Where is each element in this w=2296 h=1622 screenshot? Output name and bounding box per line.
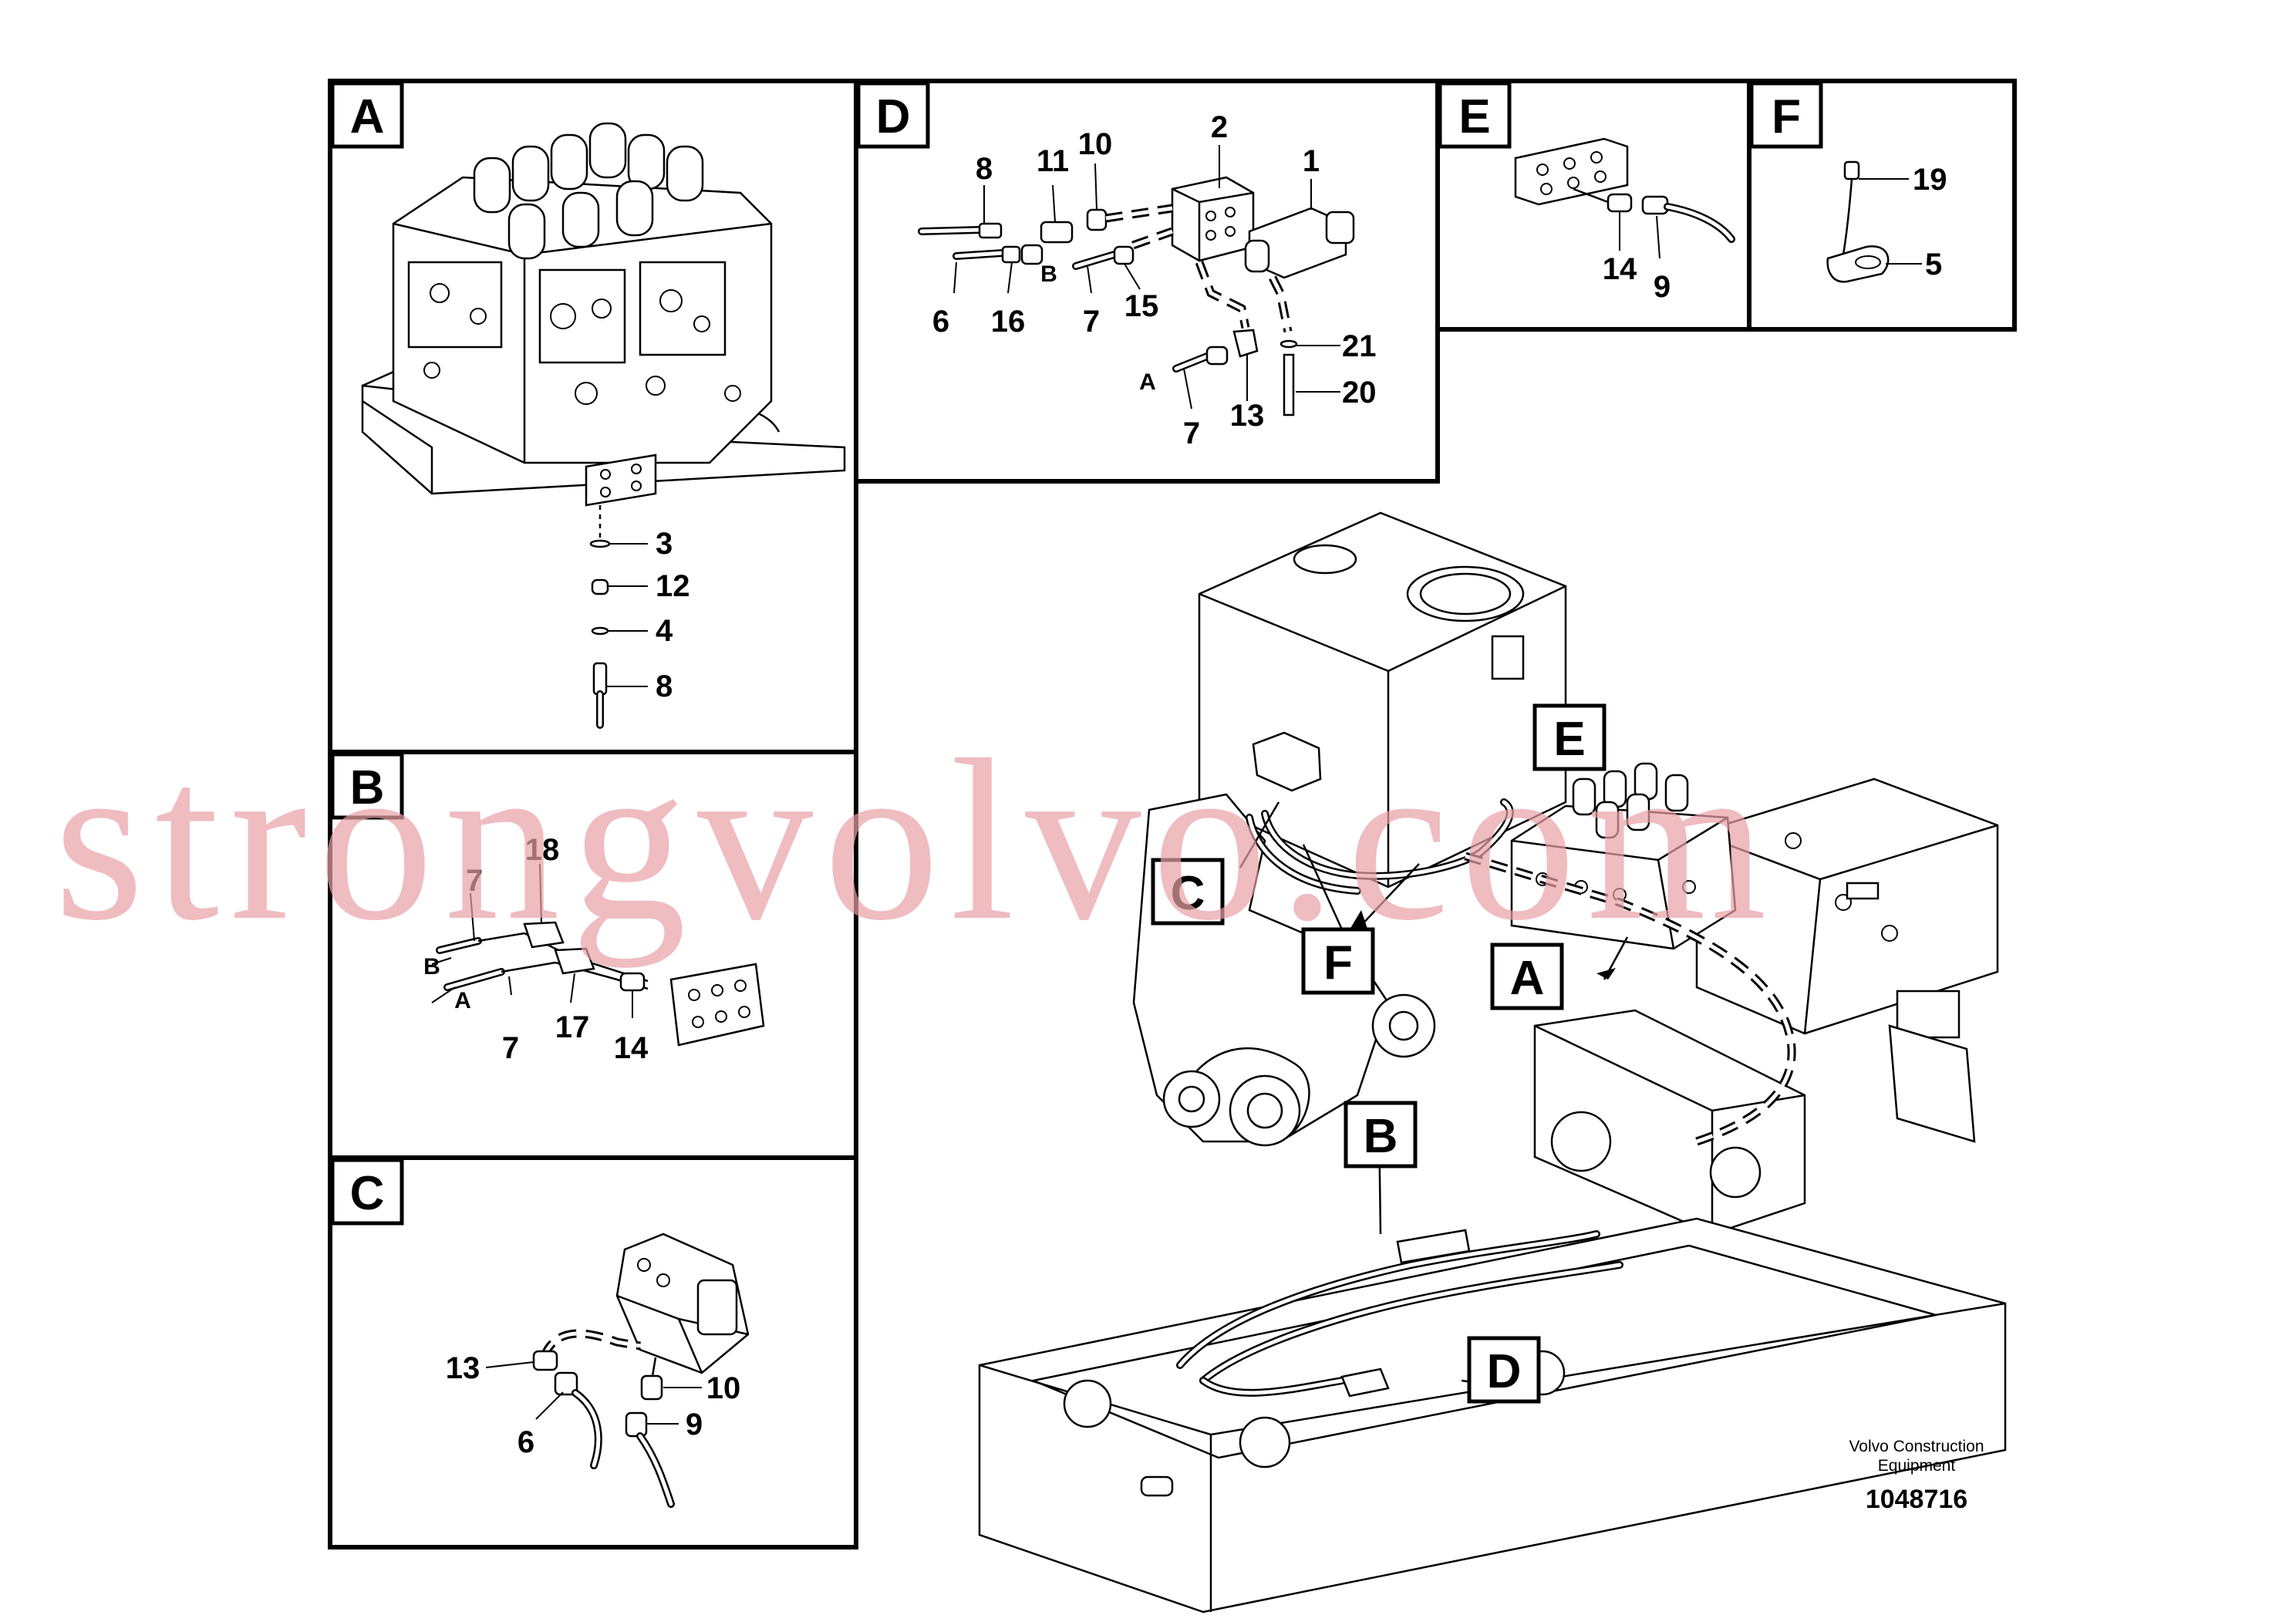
panel-b-letter: B bbox=[350, 761, 385, 814]
marker-c-box bbox=[1151, 858, 1225, 926]
callout-a-3: 3 bbox=[656, 527, 673, 561]
panel-f-callouts: 19 5 bbox=[1913, 163, 1947, 282]
callout-f-5: 5 bbox=[1925, 248, 1942, 282]
marker-d-box bbox=[1467, 1336, 1541, 1404]
callout-f-19: 19 bbox=[1913, 163, 1947, 197]
marker-e: E bbox=[1553, 713, 1585, 766]
marker-d: D bbox=[1487, 1345, 1522, 1398]
callout-a-12: 12 bbox=[656, 569, 690, 603]
callout-a-8: 8 bbox=[656, 669, 673, 703]
callout-d-11: 11 bbox=[1037, 144, 1069, 178]
marker-b: B bbox=[1364, 1110, 1398, 1163]
panel-c-drawing bbox=[485, 1233, 750, 1508]
callout-c-10: 10 bbox=[706, 1371, 741, 1405]
panel-e-callouts: 14 9 bbox=[1603, 252, 1671, 304]
marker-a: A bbox=[1510, 952, 1545, 1005]
callout-d-8: 8 bbox=[976, 152, 993, 186]
callout-d-7-lower: 7 bbox=[1183, 416, 1200, 450]
marker-b-box bbox=[1344, 1101, 1418, 1168]
footer: Volvo Construction Equipment 1048716 bbox=[1849, 1438, 1984, 1514]
marker-f-box bbox=[1301, 927, 1375, 995]
callout-d-13: 13 bbox=[1230, 399, 1265, 433]
callout-c-6: 6 bbox=[518, 1425, 534, 1459]
callout-d-2: 2 bbox=[1211, 110, 1228, 144]
callout-b-label-b: B bbox=[423, 954, 440, 980]
panel-f-tab bbox=[1749, 81, 1823, 149]
panel-d-callouts: 2 1 8 11 10 6 16 B 7 15 A 7 13 21 20 bbox=[932, 110, 1377, 450]
marker-c: C bbox=[1171, 867, 1205, 920]
watermark-text: strongvolvo.com bbox=[54, 712, 1778, 969]
callout-e-14: 14 bbox=[1603, 252, 1637, 286]
panel-e-tab bbox=[1438, 81, 1512, 149]
panel-a-letter: A bbox=[350, 90, 385, 143]
callout-d-20: 20 bbox=[1342, 376, 1377, 410]
callout-b-17: 17 bbox=[555, 1010, 590, 1044]
marker-a-box bbox=[1490, 943, 1564, 1010]
panel-f-letter: F bbox=[1772, 90, 1801, 143]
panel-b-callouts: 18 7 B A 7 17 14 bbox=[423, 833, 649, 1065]
callout-d-6: 6 bbox=[932, 305, 949, 339]
callout-b-18: 18 bbox=[525, 833, 560, 867]
callout-d-label-a: A bbox=[1139, 369, 1156, 395]
callout-a-4: 4 bbox=[656, 614, 673, 648]
callout-d-7-upper: 7 bbox=[1083, 305, 1100, 339]
callout-d-10: 10 bbox=[1078, 127, 1113, 161]
marker-f: F bbox=[1323, 936, 1353, 990]
callout-d-1: 1 bbox=[1303, 144, 1320, 178]
company-line-2: Equipment bbox=[1878, 1457, 1956, 1475]
panel-f-frame bbox=[1747, 79, 2017, 332]
panel-d-letter: D bbox=[876, 90, 911, 143]
panel-c-frame bbox=[328, 1155, 858, 1549]
callout-b-14: 14 bbox=[614, 1031, 649, 1065]
callout-d-15: 15 bbox=[1124, 289, 1159, 323]
callout-d-21: 21 bbox=[1342, 329, 1377, 363]
panel-frames bbox=[328, 79, 2017, 1549]
callout-b-7-bottom: 7 bbox=[502, 1031, 519, 1065]
callout-d-16: 16 bbox=[991, 305, 1026, 339]
panel-b-tab bbox=[330, 752, 404, 820]
panel-e-letter: E bbox=[1458, 90, 1490, 143]
panel-d-drawing bbox=[918, 145, 1355, 416]
panel-c-tab bbox=[330, 1158, 404, 1226]
panel-a-callouts: 3 12 4 8 bbox=[656, 527, 690, 703]
panel-d-frame bbox=[854, 79, 1440, 484]
panel-a-drawing bbox=[361, 122, 846, 729]
callout-e-9: 9 bbox=[1654, 270, 1671, 304]
overview-markers: E C F A B D bbox=[1151, 703, 1607, 1404]
callout-c-9: 9 bbox=[686, 1408, 703, 1442]
callout-b-label-a: A bbox=[454, 988, 471, 1013]
panel-b-drawing bbox=[431, 863, 765, 1047]
panel-d-tab bbox=[856, 81, 930, 149]
callout-c-13: 13 bbox=[446, 1351, 480, 1385]
overview-machine bbox=[978, 511, 2007, 1614]
panel-a-tab bbox=[330, 81, 404, 149]
panel-c-letter: C bbox=[350, 1167, 385, 1220]
panel-c-callouts: 13 10 6 9 bbox=[446, 1351, 741, 1459]
company-line-1: Volvo Construction bbox=[1849, 1438, 1984, 1455]
panel-letter-tabs: A B C D E F bbox=[330, 81, 1823, 1226]
marker-e-box bbox=[1532, 703, 1607, 771]
panel-e-drawing bbox=[1514, 137, 1735, 259]
drawing-number: 1048716 bbox=[1866, 1485, 1967, 1514]
panel-f-drawing bbox=[1826, 160, 1922, 283]
callout-d-label-b: B bbox=[1040, 261, 1057, 287]
callout-b-7-top: 7 bbox=[466, 864, 483, 898]
